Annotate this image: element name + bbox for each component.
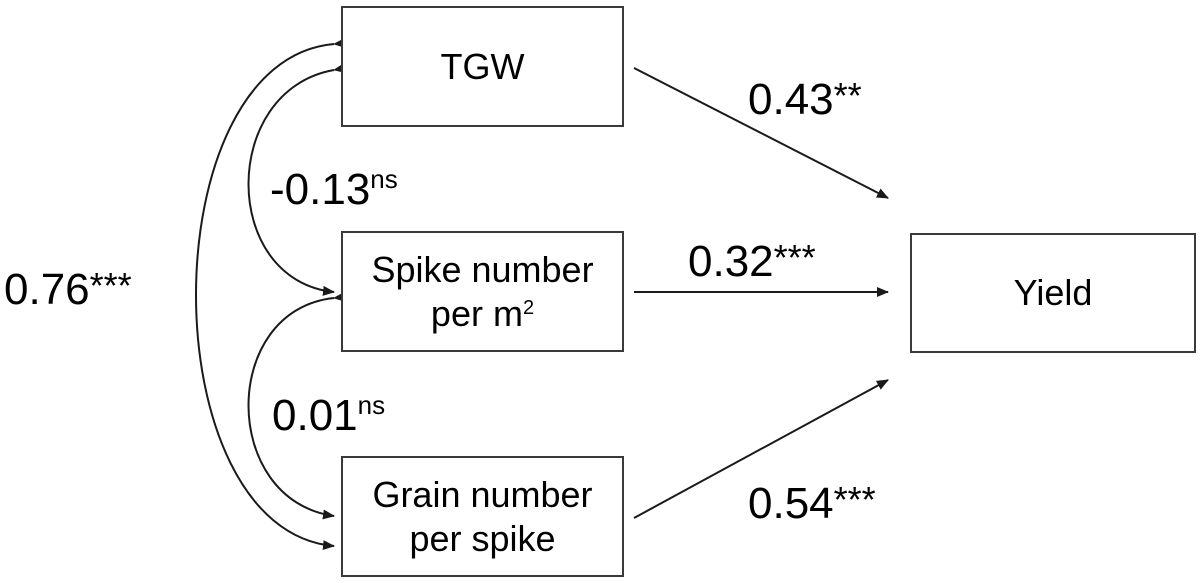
arrow-grain-to-yield [633, 379, 889, 519]
node-grain-number-line1: Grain number [372, 473, 593, 515]
corr-tgw-grain-sig: *** [89, 265, 132, 306]
corr-tgw-spike-sig: ns [370, 164, 398, 194]
coef-spike-to-yield: 0.32*** [688, 240, 816, 284]
node-spike-number-superscript: 2 [522, 296, 535, 319]
coef-grain-to-yield: 0.54*** [748, 482, 876, 526]
corr-spike-grain: 0.01ns [272, 391, 385, 440]
coef-tgw-to-yield-value: 0.43 [748, 75, 834, 124]
curve-tgw-spike [247, 63, 346, 296]
node-grain-number-line2: per spike [409, 517, 556, 559]
node-spike-number: Spike number per m2 [341, 231, 624, 352]
corr-tgw-spike-value: -0.13 [270, 165, 371, 214]
coef-spike-to-yield-sig: *** [773, 237, 816, 278]
corr-tgw-spike: -0.13ns [270, 165, 398, 214]
node-spike-number-line1: Spike number [371, 248, 594, 290]
node-grain-number: Grain number per spike [341, 456, 624, 577]
node-tgw-label: TGW [440, 45, 525, 87]
coef-tgw-to-yield-sig: ** [833, 75, 862, 116]
node-spike-number-line2: per m2 [431, 292, 534, 336]
corr-spike-grain-value: 0.01 [272, 391, 358, 440]
node-yield: Yield [910, 233, 1196, 353]
node-yield-label: Yield [1013, 272, 1093, 313]
node-tgw: TGW [341, 6, 624, 127]
corr-spike-grain-sig: ns [357, 390, 386, 420]
node-spike-number-line2-text: per m [430, 292, 523, 334]
coef-grain-to-yield-sig: *** [833, 479, 876, 520]
curve-tgw-grain [195, 38, 346, 550]
corr-tgw-grain-value: 0.76 [4, 265, 90, 314]
curve-spike-grain [247, 291, 346, 520]
coef-grain-to-yield-value: 0.54 [748, 479, 834, 528]
corr-tgw-grain: 0.76*** [4, 268, 132, 312]
coef-spike-to-yield-value: 0.32 [688, 237, 774, 286]
arrow-tgw-to-yield [633, 67, 889, 199]
coef-tgw-to-yield: 0.43** [748, 78, 862, 122]
